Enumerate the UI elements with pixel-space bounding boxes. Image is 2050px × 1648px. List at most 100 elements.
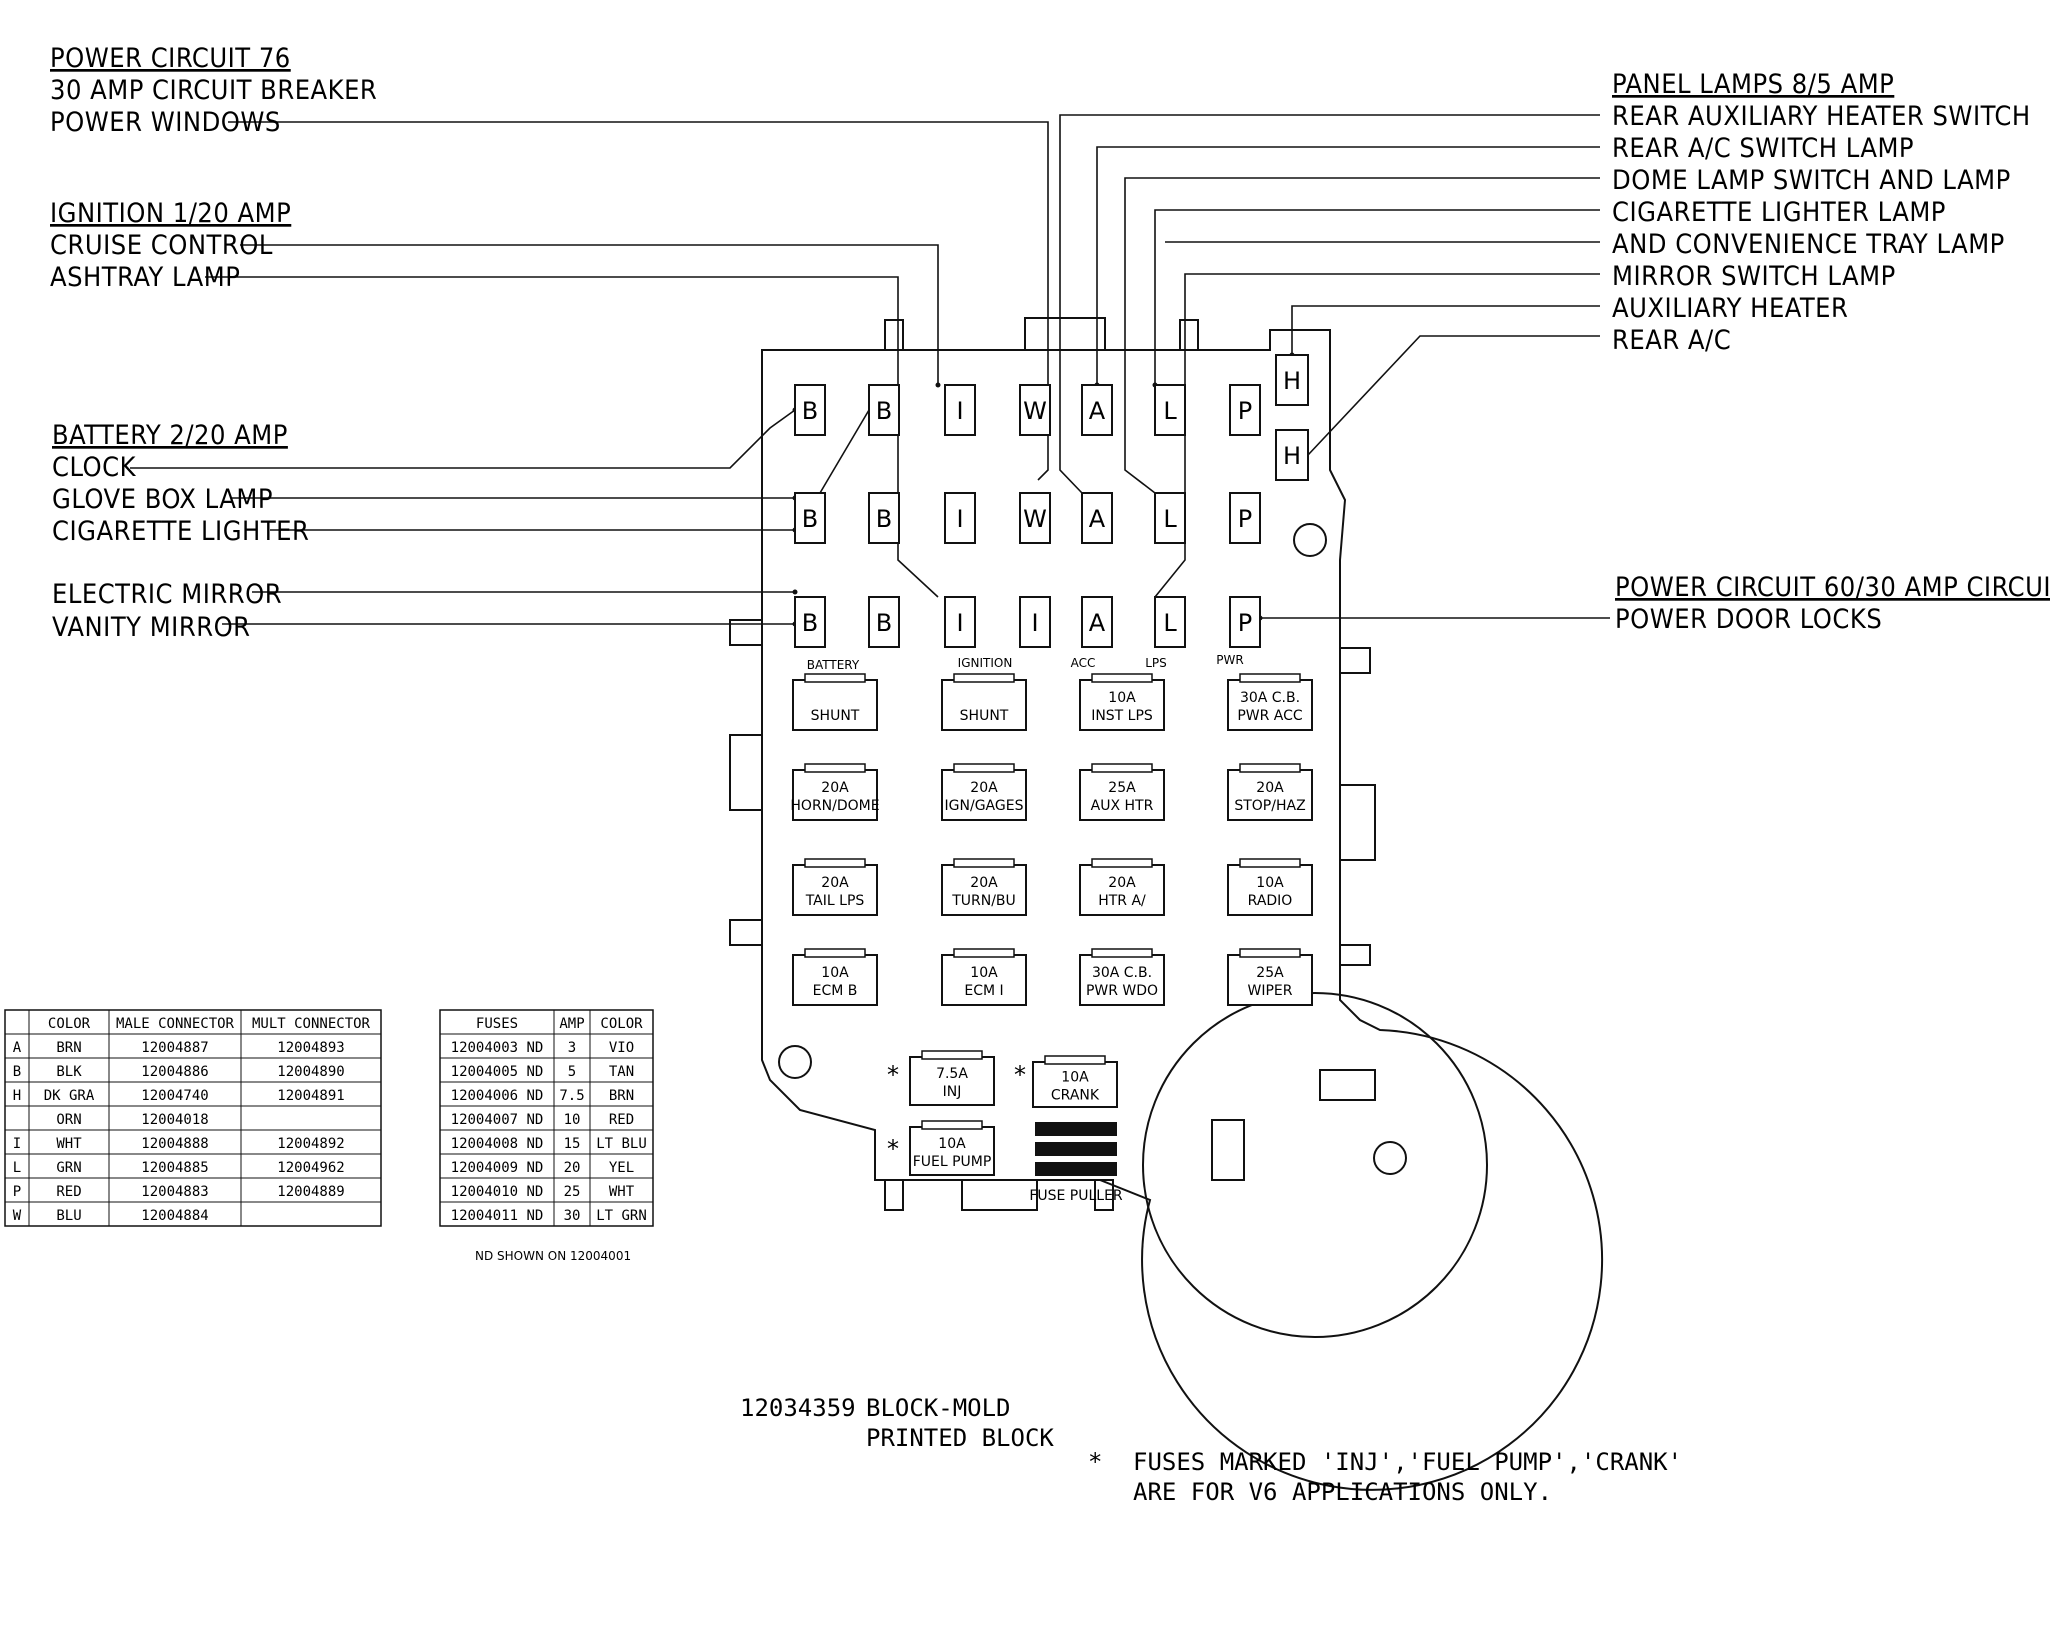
socket-slot-2 [1211,1119,1245,1181]
table-cell: 12004740 [141,1088,208,1104]
table-cell: 12004003 ND [451,1040,544,1056]
wire-power-windows [228,121,1049,481]
table-cell: GRN [56,1160,81,1176]
fuse-slot-2[interactable]: SHUNT [941,673,1027,731]
fuse-slot-7[interactable]: 25A AUX HTR [1079,763,1165,821]
cavity-row3-7: P [1229,596,1261,648]
table-cell: 12004018 [141,1112,208,1128]
table-cell: 12004011 ND [451,1208,544,1224]
top-tab-left [884,319,904,351]
cavity-letter: I [1031,609,1038,637]
rear-aux-heater-switch-label: REAR AUXILIARY HEATER SWITCH [1612,101,2031,132]
wire-clock [130,409,796,469]
fuse-rating: 25A [1108,780,1136,796]
fuse-table-note: ND SHOWN ON 12004001 [475,1249,631,1263]
table-cell: BLU [56,1208,81,1224]
table-cell: 20 [564,1160,581,1176]
table-header: FUSES [476,1016,518,1032]
fuse-slot-13[interactable]: 10A ECM B [792,948,878,1006]
cavity-row1-7: P [1229,384,1261,436]
table-cell: I [13,1136,21,1152]
cavity-letter: B [802,397,818,425]
fuse-slot-4[interactable]: 30A C.B.PWR ACC [1227,673,1313,731]
table-cell: 12004884 [141,1208,208,1224]
mirror-switch-lamp-label: MIRROR SWITCH LAMP [1612,261,1896,292]
wire-glove-box-b2 [819,409,870,494]
cavity-row3-4: I [1019,596,1051,648]
group-label-acc: ACC [1071,656,1096,670]
cavity-letter: W [1023,397,1047,425]
fuse-slot-15[interactable]: 30A C.B.PWR WDO [1079,948,1165,1006]
wire-ashtray-lamp [205,276,939,598]
cigarette-lighter-label: CIGARETTE LIGHTER [52,516,309,547]
table-cell: 15 [564,1136,581,1152]
table-cell: B [13,1064,21,1080]
fuse-circuit: ECM I [964,983,1003,999]
wire-arrowhead [935,382,941,388]
fuse-rating: 20A [970,875,998,891]
dome-lamp-label: DOME LAMP SWITCH AND LAMP [1612,165,2011,196]
cavity-row2-2: B [868,492,900,544]
cavity-letter: P [1238,397,1252,425]
table-cell: 12004890 [277,1064,344,1080]
cavity-row2-4: W [1019,492,1051,544]
table-cell: P [13,1184,21,1200]
table-cell: VIO [609,1040,634,1056]
cavity-letter: L [1163,609,1177,637]
wire-rear-ac-switch [1096,146,1600,385]
table-cell: WHT [609,1184,635,1200]
clock-label: CLOCK [52,452,137,483]
power-windows-label: POWER WINDOWS [50,107,281,138]
cavity-letter: A [1089,505,1106,533]
table-cell: 12004883 [141,1184,208,1200]
v6-asterisk: * [1014,1061,1026,1089]
fuse-circuit: ECM B [813,983,858,999]
fuse-circuit: INST LPS [1091,708,1153,724]
table-header: AMP [559,1016,584,1032]
fuse-rating: 7.5A [936,1066,968,1082]
fuse-rating: 10A [821,965,849,981]
table-cell: 10 [564,1112,581,1128]
table-cell: TAN [609,1064,634,1080]
fuse-slot-1[interactable]: SHUNT [792,673,878,731]
fuse-circuit: TAIL LPS [805,893,865,909]
cavity-h-2: H [1275,429,1309,481]
wire-auxiliary-heater [1291,305,1600,355]
wire-rear-aux-heater-switch [1059,114,1600,494]
cavity-letter: W [1023,505,1047,533]
fuse-circuit: PWR WDO [1086,983,1158,999]
table-cell: 5 [568,1064,576,1080]
table-cell: 12004889 [277,1184,344,1200]
table-cell: 12004885 [141,1160,208,1176]
fuse-rating: 10A [1061,1070,1089,1086]
table-cell: 30 [564,1208,581,1224]
right-tab-2 [1339,784,1376,861]
fuse-rating: 10A [1108,690,1136,706]
table-cell: 3 [568,1040,576,1056]
wire-dome-lamp [1124,177,1600,494]
fuse-circuit: AUX HTR [1091,798,1154,814]
table-cell: 12004887 [141,1040,208,1056]
footnote-line-2: ARE FOR V6 APPLICATIONS ONLY. [1133,1478,1552,1506]
fuse-circuit: SHUNT [811,708,860,724]
cavity-row2-6: L [1154,492,1186,544]
cavity-letter: H [1283,442,1301,470]
fuse-block-outline [761,329,1604,1491]
fuse-slot-3[interactable]: 10A INST LPS [1079,673,1165,731]
wire-cruise-control [240,244,939,385]
cavity-row1-4: W [1019,384,1051,436]
cavity-row3-2: B [868,596,900,648]
